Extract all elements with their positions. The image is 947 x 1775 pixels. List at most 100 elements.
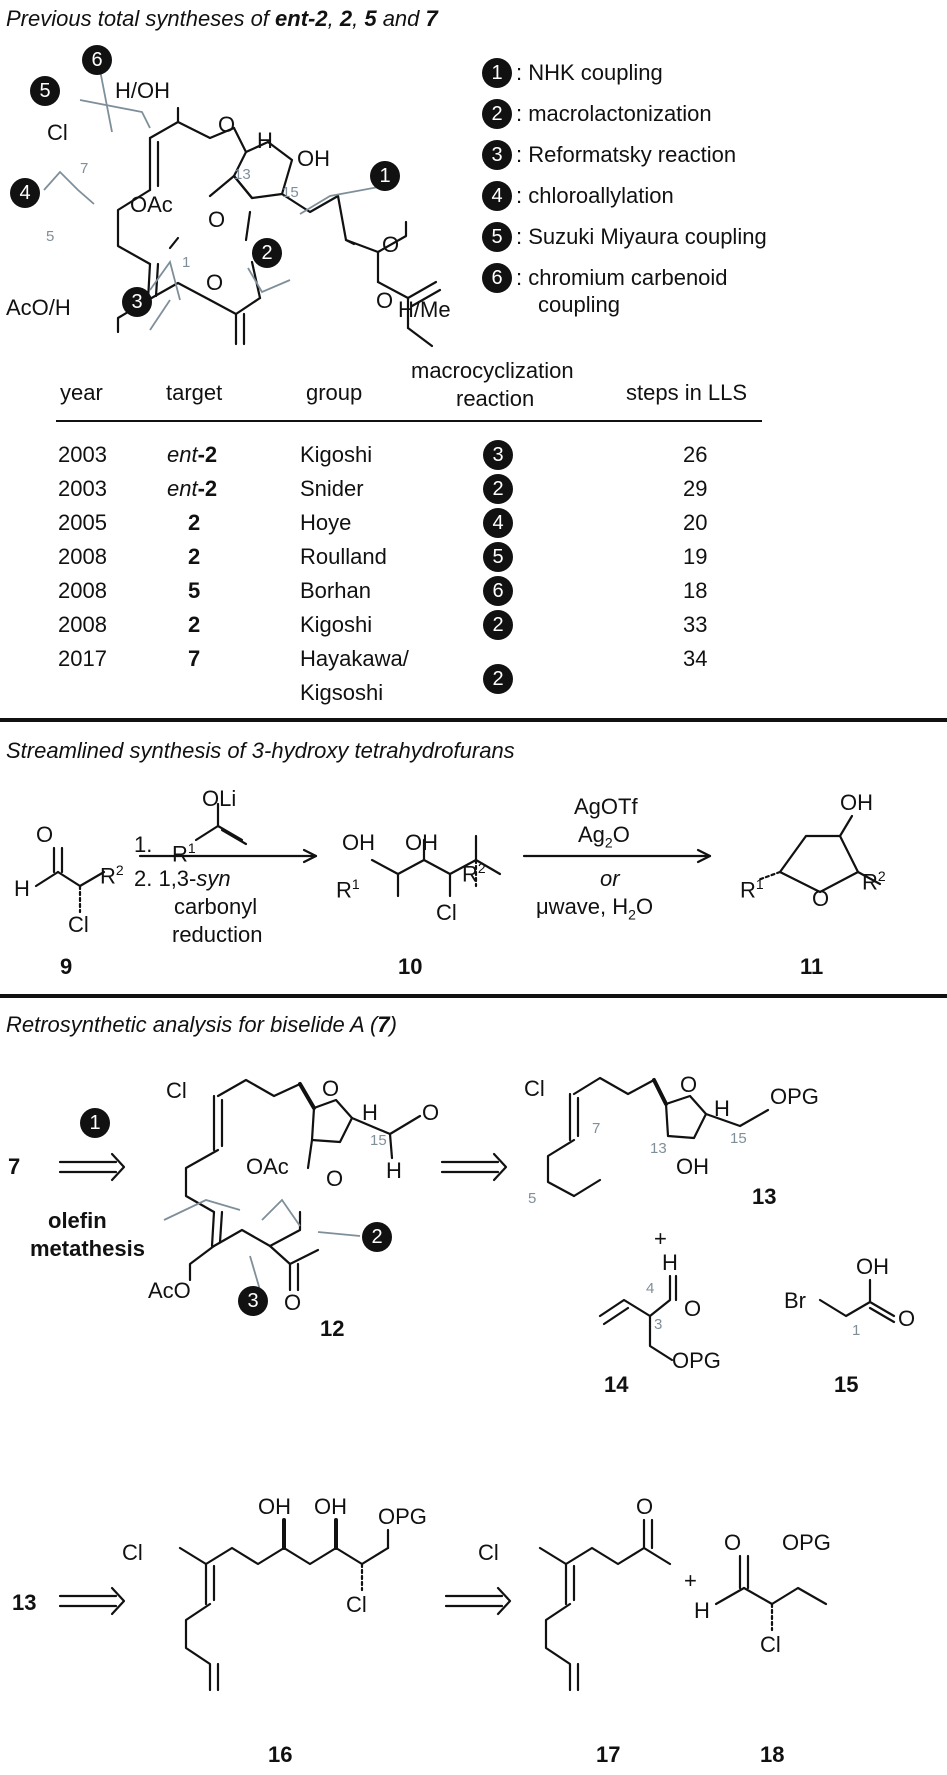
header-text: 5 xyxy=(364,6,377,31)
header-text: ent xyxy=(275,6,309,31)
atom-label: OH xyxy=(405,830,438,855)
cell-group: Kigoshi xyxy=(300,442,373,467)
atom-label: R2 xyxy=(862,868,886,895)
step2-label: 2. 1,3-syn xyxy=(134,866,231,892)
compound-label-12: 12 xyxy=(320,1316,345,1341)
section-divider xyxy=(0,994,947,998)
target-compound: 2 xyxy=(188,510,201,535)
atom-label: OH xyxy=(840,790,873,815)
atom-label: O xyxy=(684,1296,702,1321)
reaction-bubble: 3 xyxy=(238,1286,268,1316)
header-text: - xyxy=(308,6,316,31)
atom-label: OH xyxy=(856,1254,889,1279)
legend-bubble: 4 xyxy=(482,181,512,211)
cell-group-line2: Kigsoshi xyxy=(300,680,384,705)
table-header-year: year xyxy=(60,380,103,405)
compound-label-18: 18 xyxy=(760,1742,785,1767)
atom-label: O xyxy=(208,207,226,232)
header-text: 2 xyxy=(315,6,328,31)
atom-label: H xyxy=(662,1250,678,1275)
cell-year: 2017 xyxy=(58,646,107,671)
atom-label: OH xyxy=(314,1494,347,1519)
compound-label-13-ref: 13 xyxy=(12,1590,37,1615)
carbon-number: 1 xyxy=(852,1322,861,1339)
target-prefix: ent xyxy=(167,476,198,501)
reaction-bubble: 2 xyxy=(362,1222,392,1252)
retrosynthesis-scheme-2 xyxy=(58,1518,828,1692)
previous-syntheses-header: Previous total syntheses of ent-2, 2, 5 … xyxy=(6,6,438,32)
cell-target: 2 xyxy=(188,612,200,638)
reaction-bubble: 6 xyxy=(82,45,112,75)
cell-year: 2008 xyxy=(58,612,107,637)
cell-reaction-bubble: 2 xyxy=(483,474,513,504)
carbon-number: 3 xyxy=(654,1316,663,1333)
carbon-number: 5 xyxy=(46,228,55,245)
atom-label: OPG xyxy=(672,1348,721,1373)
atom-label: O xyxy=(36,822,54,847)
step2-label-line3: reduction xyxy=(172,922,263,947)
cell-reaction-bubble: 5 xyxy=(483,542,513,572)
carbon-number: 1 xyxy=(182,254,191,271)
compound-label-7: 7 xyxy=(8,1154,21,1179)
cell-group: Roulland xyxy=(300,544,387,569)
compound-label-15: 15 xyxy=(834,1372,859,1397)
cell-steps: 26 xyxy=(683,442,708,467)
atom-label: O xyxy=(680,1072,698,1097)
legend-bubble: 3 xyxy=(482,140,512,170)
atom-label: OAc xyxy=(246,1154,289,1179)
metathesis-label: metathesis xyxy=(30,1236,145,1261)
legend-label: : macrolactonization xyxy=(516,101,712,126)
olefin-label: olefin xyxy=(48,1208,107,1233)
header-text: ) xyxy=(389,1012,397,1037)
target-compound: 2 xyxy=(188,544,201,569)
cell-steps: 19 xyxy=(683,544,708,569)
cell-steps: 29 xyxy=(683,476,708,501)
step-text: 2. 1,3- xyxy=(134,866,197,891)
header-text: , xyxy=(327,6,340,31)
carbon-number: 7 xyxy=(592,1120,601,1137)
atom-label: O xyxy=(724,1530,742,1555)
atom-label: R2 xyxy=(462,860,486,887)
compound-label-10: 10 xyxy=(398,954,423,979)
header-text: 7 xyxy=(425,6,438,31)
header-text: , xyxy=(352,6,365,31)
plus-sign: + xyxy=(684,1568,697,1593)
cell-target: 7 xyxy=(188,646,200,672)
superscript: 1 xyxy=(351,876,360,892)
cell-steps: 33 xyxy=(683,612,708,637)
step-text: syn xyxy=(196,866,231,891)
r1-label: R1 xyxy=(172,840,196,867)
header-text: Retrosynthetic analysis for biselide A ( xyxy=(6,1012,378,1037)
superscript: 1 xyxy=(187,840,196,856)
r-label: R xyxy=(172,841,188,867)
table-header-group: group xyxy=(306,380,363,405)
reaction-bubble: 5 xyxy=(30,76,60,106)
atom-label: Cl xyxy=(122,1540,143,1565)
cell-target: ent-2 xyxy=(167,476,217,502)
superscript: 2 xyxy=(877,868,886,884)
cell-year: 2003 xyxy=(58,476,107,501)
atom-label: OH xyxy=(297,146,330,171)
atom-label: O xyxy=(382,232,400,257)
carbon-number: 7 xyxy=(80,160,89,177)
target-compound: -2 xyxy=(197,476,218,501)
carbon-number: 15 xyxy=(282,184,299,201)
cell-year: 2008 xyxy=(58,544,107,569)
r-label: R xyxy=(462,861,478,887)
legend-label: coupling xyxy=(538,292,620,317)
cell-reaction-bubble: 6 xyxy=(483,576,513,606)
compound-label-11: 11 xyxy=(800,954,824,979)
atom-label: H/Me xyxy=(398,297,451,322)
legend-label: : NHK coupling xyxy=(516,60,663,85)
atom-label: Br xyxy=(784,1288,806,1313)
r-label: R xyxy=(740,877,756,903)
r-label: R xyxy=(862,869,878,895)
reaction-bubble: 3 xyxy=(122,287,152,317)
or-label: or xyxy=(600,866,620,891)
atom-label: H xyxy=(362,1100,378,1125)
reagent-label: OLi xyxy=(202,786,237,811)
carbon-number: 15 xyxy=(730,1130,747,1147)
compound-label-14: 14 xyxy=(604,1372,629,1397)
legend-label: : Reformatsky reaction xyxy=(516,142,737,167)
